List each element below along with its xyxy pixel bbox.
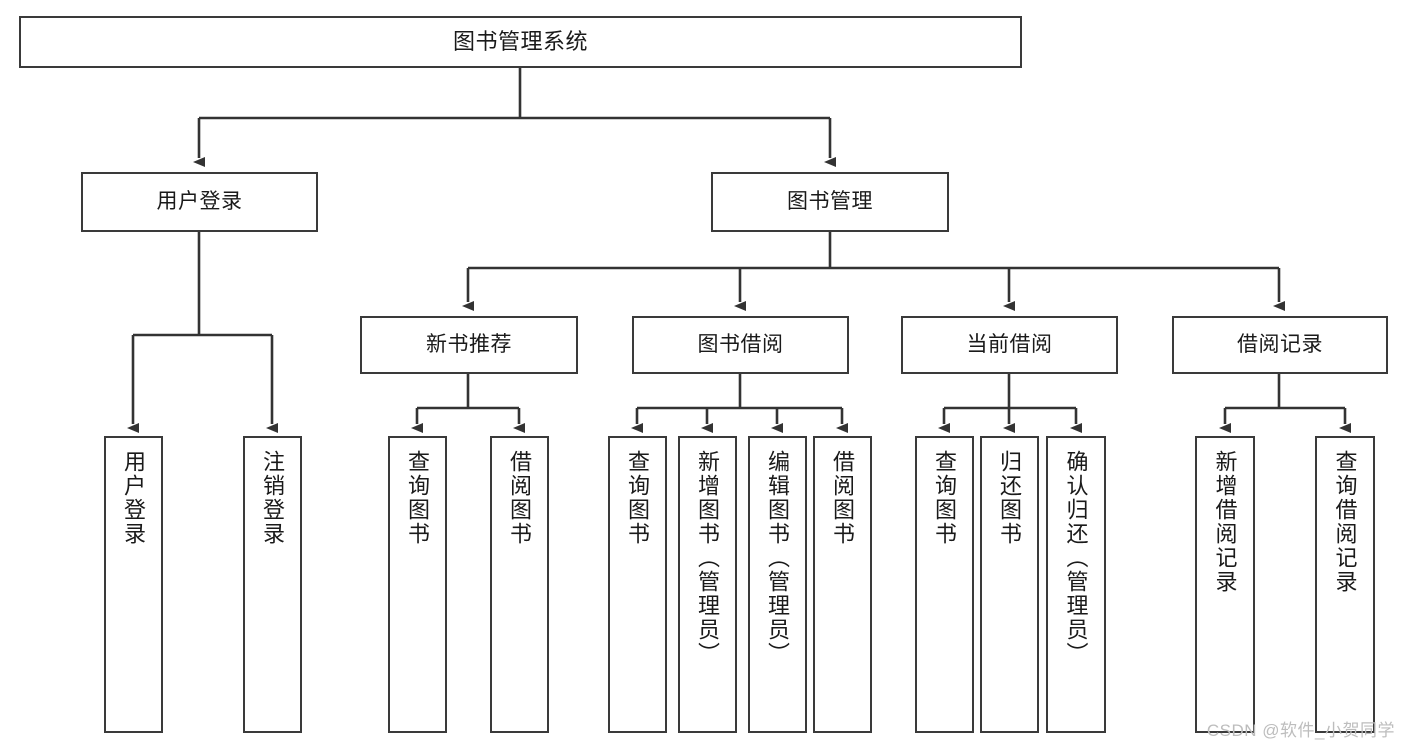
node-leaf-query-book-a[interactable]: 查询图书 xyxy=(388,436,447,733)
node-leaf-query-book-a-label: 查询图书 xyxy=(405,450,431,546)
node-root-label: 图书管理系统 xyxy=(452,29,588,55)
node-leaf-confirm-return[interactable]: 确认归还（管理员） xyxy=(1046,436,1106,733)
node-leaf-return-book-label: 归还图书 xyxy=(997,450,1023,546)
node-book-borrow[interactable]: 图书借阅 xyxy=(632,316,849,374)
node-current-borrow-label: 当前借阅 xyxy=(966,332,1053,356)
node-leaf-return-book[interactable]: 归还图书 xyxy=(980,436,1039,733)
node-leaf-query-record[interactable]: 查询借阅记录 xyxy=(1315,436,1375,733)
node-leaf-query-book-c[interactable]: 查询图书 xyxy=(915,436,974,733)
node-leaf-query-book-c-label: 查询图书 xyxy=(932,450,958,546)
node-current-borrow[interactable]: 当前借阅 xyxy=(901,316,1118,374)
node-leaf-add-book-label: 新增图书（管理员） xyxy=(695,450,721,666)
node-leaf-user-login[interactable]: 用户登录 xyxy=(104,436,163,733)
node-new-book-rec-label: 新书推荐 xyxy=(426,332,512,356)
node-leaf-edit-book[interactable]: 编辑图书（管理员） xyxy=(748,436,807,733)
node-leaf-query-book-b[interactable]: 查询图书 xyxy=(608,436,667,733)
node-new-book-rec[interactable]: 新书推荐 xyxy=(360,316,578,374)
node-leaf-logout[interactable]: 注销登录 xyxy=(243,436,302,733)
node-leaf-borrow-book-a-label: 借阅图书 xyxy=(507,450,533,546)
node-leaf-edit-book-label: 编辑图书（管理员） xyxy=(765,450,791,666)
node-user-login-label: 用户登录 xyxy=(156,189,243,213)
node-leaf-query-record-label: 查询借阅记录 xyxy=(1332,450,1358,594)
node-root[interactable]: 图书管理系统 xyxy=(19,16,1022,68)
node-user-login[interactable]: 用户登录 xyxy=(81,172,318,232)
node-leaf-query-book-b-label: 查询图书 xyxy=(625,450,651,546)
node-leaf-add-book[interactable]: 新增图书（管理员） xyxy=(678,436,737,733)
node-leaf-user-login-label: 用户登录 xyxy=(121,450,147,546)
node-book-borrow-label: 图书借阅 xyxy=(697,332,784,356)
node-leaf-add-record-label: 新增借阅记录 xyxy=(1212,450,1238,594)
node-borrow-record-label: 借阅记录 xyxy=(1237,332,1323,356)
node-borrow-record[interactable]: 借阅记录 xyxy=(1172,316,1388,374)
node-book-manage-label: 图书管理 xyxy=(787,189,873,213)
node-leaf-borrow-book-b[interactable]: 借阅图书 xyxy=(813,436,872,733)
node-leaf-logout-label: 注销登录 xyxy=(260,450,286,546)
node-leaf-add-record[interactable]: 新增借阅记录 xyxy=(1195,436,1255,733)
node-leaf-borrow-book-b-label: 借阅图书 xyxy=(830,450,856,546)
node-leaf-confirm-return-label: 确认归还（管理员） xyxy=(1063,450,1089,666)
node-leaf-borrow-book-a[interactable]: 借阅图书 xyxy=(490,436,549,733)
node-book-manage[interactable]: 图书管理 xyxy=(711,172,949,232)
watermark-text: CSDN @软件_小贺同学 xyxy=(1206,721,1395,740)
